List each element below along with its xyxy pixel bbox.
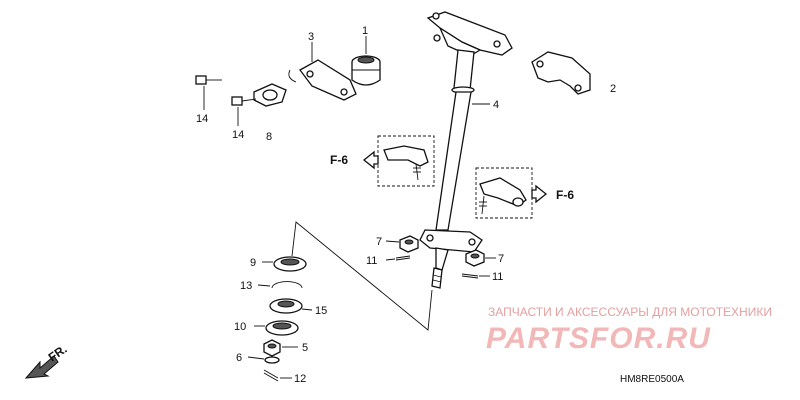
- leader-6: [247, 356, 265, 360]
- bolt-lower: [231, 96, 257, 106]
- bearing: [269, 298, 303, 314]
- lower-seal: [265, 320, 299, 336]
- part-number-7a: 7: [376, 236, 382, 248]
- circlip: [271, 281, 303, 289]
- part-number-15: 15: [315, 305, 327, 317]
- oil-seal: [273, 256, 307, 272]
- nut-right: [465, 249, 485, 267]
- cotter-pin-left: [395, 255, 411, 261]
- tie-rod-end-right: [479, 177, 527, 215]
- leader-11a: [385, 258, 396, 261]
- leader-15: [301, 308, 313, 311]
- exploded-guide-line: [291, 221, 433, 331]
- clamp: [253, 83, 287, 107]
- part-number-8: 8: [266, 131, 272, 143]
- part-number-13: 13: [240, 280, 252, 292]
- ref-f6-right: F-6: [556, 188, 574, 202]
- tie-rod-end-left: [383, 145, 429, 181]
- bushing: [351, 55, 381, 86]
- part-number-4: 4: [493, 99, 499, 111]
- part-number-14a: 14: [196, 113, 208, 125]
- watermark-tagline: ЗАПЧАСТИ И АКСЕССУАРЫ ДЛЯ МОТОТЕХНИКИ: [488, 305, 772, 319]
- watermark-brand: PARTSFOR.RU: [486, 322, 711, 355]
- part-number-9: 9: [250, 257, 256, 269]
- arrow-right-icon: [531, 184, 548, 204]
- cotter-pin-lower: [263, 369, 279, 382]
- part-number-10: 10: [234, 321, 246, 333]
- washer: [264, 356, 280, 364]
- part-number-2: 2: [610, 83, 616, 95]
- part-number-1: 1: [362, 25, 368, 37]
- front-arrow-icon: [24, 355, 59, 379]
- leader-13: [257, 284, 271, 287]
- diagram-code: HM8RE0500A: [620, 374, 684, 385]
- part-number-14b: 14: [232, 129, 244, 141]
- shaft-holder: [531, 51, 591, 95]
- ref-f6-left: F-6: [330, 153, 348, 167]
- part-number-7b: 7: [498, 253, 504, 265]
- cotter-pin-right: [461, 273, 479, 279]
- leader-7a: [385, 240, 400, 243]
- part-number-11a: 11: [366, 255, 377, 267]
- part-number-11b: 11: [492, 271, 503, 283]
- nut-left: [399, 235, 419, 253]
- part-number-5: 5: [302, 342, 308, 354]
- part-number-12: 12: [294, 373, 306, 385]
- part-number-3: 3: [308, 31, 314, 43]
- arrow-left-icon: [362, 150, 379, 170]
- part-number-6: 6: [236, 352, 242, 364]
- bushing-holder: [288, 59, 357, 101]
- shaft-nut: [263, 339, 281, 357]
- bolt-upper: [195, 75, 222, 85]
